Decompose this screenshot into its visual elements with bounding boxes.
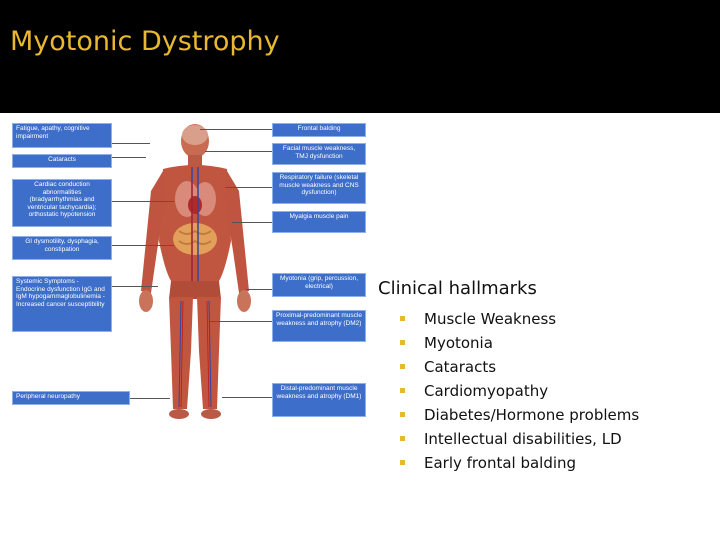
list-item: Cataracts (400, 355, 639, 379)
label-frontal-balding: Frontal balding (272, 123, 366, 137)
label-facial-muscle-weakness: Facial muscle weakness, TMJ dysfunction (272, 143, 366, 165)
leader-line (210, 321, 272, 322)
leader-line (112, 157, 146, 158)
list-item-text: Early frontal balding (424, 454, 577, 472)
list-item: Intellectual disabilities, LD (400, 427, 639, 451)
list-item-text: Myotonia (424, 334, 493, 352)
leader-line (246, 289, 272, 290)
list-item: Myotonia (400, 331, 639, 355)
anatomy-figure: Fatigue, apathy, cognitive impairment Ca… (10, 121, 368, 421)
label-gi-dysmotility: GI dysmotility, dysphagia, constipation (12, 236, 112, 260)
hallmarks-list: Muscle Weakness Myotonia Cataracts Cardi… (378, 307, 639, 475)
label-respiratory-failure: Respiratory failure (skeletal muscle wea… (272, 172, 366, 204)
label-distal-weakness: Distal-predominant muscle weakness and a… (272, 383, 366, 417)
leader-line (225, 187, 272, 188)
leader-line (112, 286, 158, 287)
bullet-square-icon (400, 388, 405, 393)
list-item-text: Diabetes/Hormone problems (424, 406, 640, 424)
title-bar: Myotonic Dystrophy (0, 0, 720, 113)
leader-line (232, 222, 272, 223)
label-fatigue: Fatigue, apathy, cognitive impairment (12, 123, 112, 148)
clinical-hallmarks-section: Clinical hallmarks Muscle Weakness Myoto… (378, 278, 639, 475)
list-item-text: Muscle Weakness (424, 310, 557, 328)
label-systemic-symptoms: Systemic Symptoms - Endocrine dysfunctio… (12, 276, 112, 332)
leader-line (112, 143, 150, 144)
bullet-square-icon (400, 412, 405, 417)
slide-title: Myotonic Dystrophy (10, 26, 280, 57)
list-item: Cardiomyopathy (400, 379, 639, 403)
bullet-square-icon (400, 316, 405, 321)
list-item-text: Cardiomyopathy (424, 382, 549, 400)
bullet-square-icon (400, 460, 405, 465)
leader-line (130, 398, 170, 399)
leader-line (112, 245, 174, 246)
slide-content: Fatigue, apathy, cognitive impairment Ca… (0, 113, 720, 540)
human-anatomy-illustration (139, 124, 251, 419)
label-cataracts: Cataracts (12, 154, 112, 168)
label-proximal-weakness: Proximal-predominant muscle weakness and… (272, 310, 366, 342)
bullet-square-icon (400, 364, 405, 369)
leader-line (200, 129, 272, 130)
bullet-square-icon (400, 436, 405, 441)
list-item: Early frontal balding (400, 451, 639, 475)
list-item-text: Intellectual disabilities, LD (424, 430, 622, 448)
bullet-square-icon (400, 340, 405, 345)
leader-line (222, 397, 272, 398)
hallmarks-heading: Clinical hallmarks (378, 278, 537, 299)
list-item-text: Cataracts (424, 358, 497, 376)
list-item: Muscle Weakness (400, 307, 639, 331)
label-cardiac: Cardiac conduction abnormalities (bradya… (12, 179, 112, 227)
leader-line (112, 201, 174, 202)
label-myotonia: Myotonia (grip, percussion, electrical) (272, 273, 366, 297)
label-peripheral-neuropathy: Peripheral neuropathy (12, 391, 130, 405)
leader-line (205, 151, 272, 152)
label-myalgia: Myalgia muscle pain (272, 211, 366, 233)
list-item: Diabetes/Hormone problems (400, 403, 639, 427)
